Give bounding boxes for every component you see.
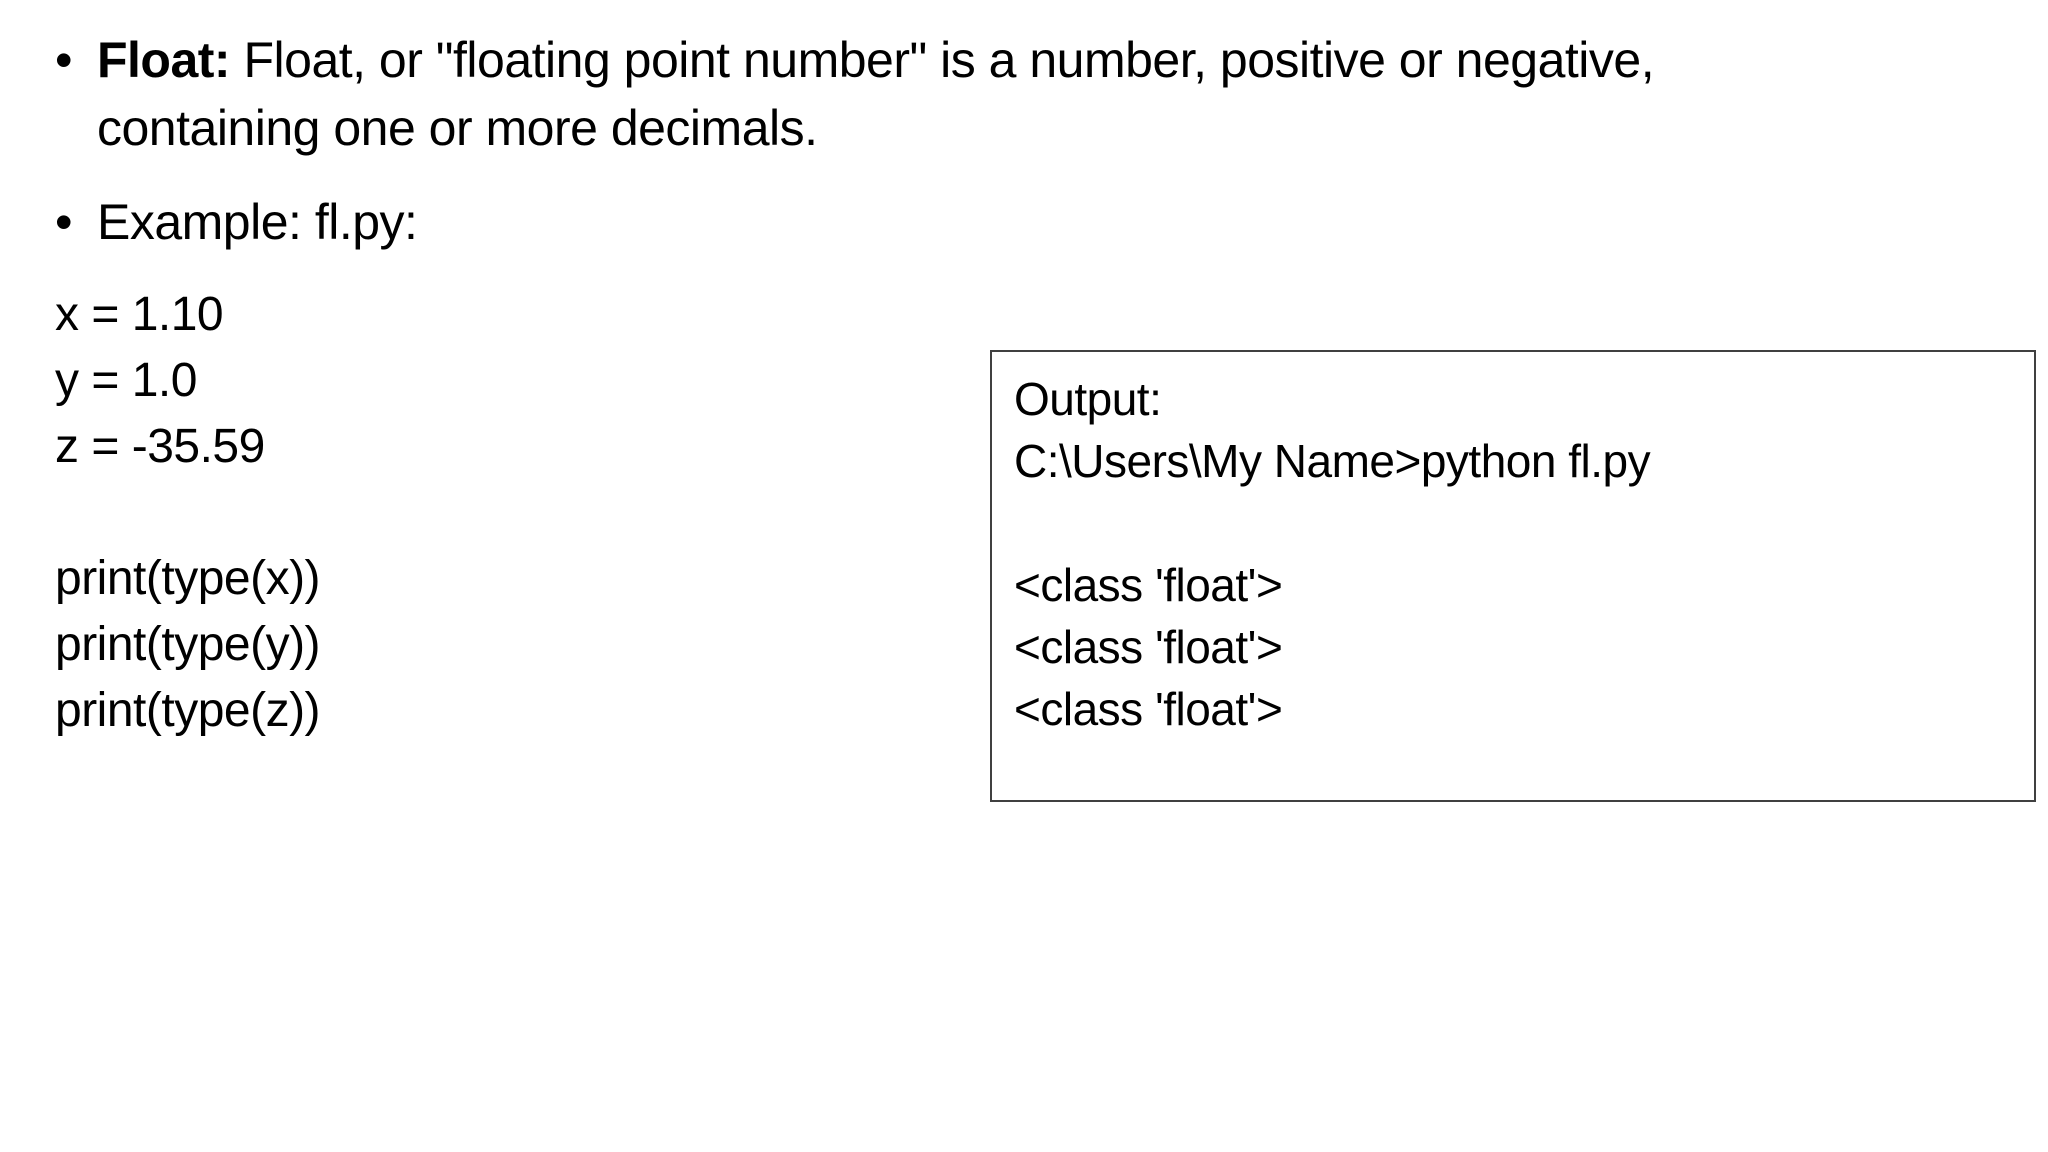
output-result-2: <class 'float'> [1014, 621, 1283, 673]
code-line-print-x: print(type(x)) [55, 552, 321, 605]
output-command-line: C:\Users\My Name>python fl.py [1014, 435, 1651, 487]
bullet2-line: Example: fl.py: [97, 194, 418, 250]
bullet1-line2: containing one or more decimals. [97, 100, 818, 156]
bullet-item-float-definition: • Float: Float, or "floating point numbe… [55, 26, 1655, 162]
bullet2-text: Example: fl.py: [97, 188, 418, 256]
output-result-3: <class 'float'> [1014, 683, 1283, 735]
bullet-marker: • [55, 194, 73, 250]
bullet1-line1: Float: Float, or "floating point number"… [97, 26, 1655, 94]
bullet1-lead-bold: Float: [97, 32, 231, 88]
code-line-z-assignment: z = -35.59 [55, 420, 265, 473]
code-line-print-y: print(type(y)) [55, 618, 321, 671]
code-snippet: x = 1.10 y = 1.0 z = -35.59 print(type(x… [55, 282, 1654, 744]
bullet-marker: • [55, 32, 73, 88]
output-blank-line [1014, 492, 2012, 554]
output-box: Output: C:\Users\My Name>python fl.py <c… [990, 350, 2036, 802]
code-line-print-z: print(type(z)) [55, 684, 321, 737]
bullet1-line1-rest: Float, or "floating point number" is a n… [230, 32, 1655, 88]
code-line-y-assignment: y = 1.0 [55, 354, 197, 407]
output-result-1: <class 'float'> [1014, 559, 1283, 611]
bullet1-text: Float: Float, or "floating point number"… [97, 26, 1655, 162]
bullet-item-example: • Example: fl.py: [55, 188, 1654, 256]
slide-body: • Float: Float, or "floating point numbe… [55, 26, 1655, 744]
code-line-x-assignment: x = 1.10 [55, 288, 224, 341]
output-label: Output: [1014, 373, 1162, 425]
